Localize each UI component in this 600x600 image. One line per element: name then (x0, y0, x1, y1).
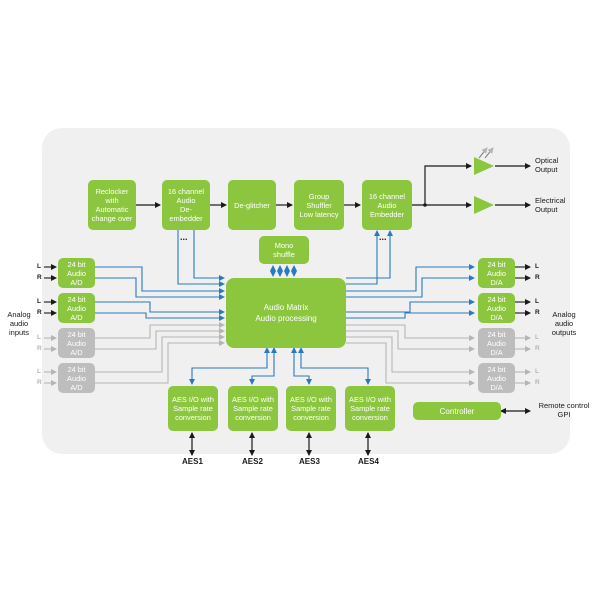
aes-port-label: AES4 (358, 457, 379, 466)
analog-to-digital-block: 24 bit Audio A/D (58, 293, 95, 323)
aes-io-block: AES I/O with Sample rate conversion (228, 386, 278, 431)
embedder-more-channels: ... (379, 232, 387, 242)
output-right-label: R (535, 309, 540, 316)
audio-deembedder-block: 16 channel Audio De- embedder (162, 180, 210, 230)
output-right-label: R (535, 379, 540, 386)
input-right-label: R (37, 345, 42, 352)
deembedder-more-channels: ... (180, 232, 188, 242)
analog-inputs-label: Analog audio inputs (7, 310, 31, 337)
aes-port-label: AES1 (182, 457, 203, 466)
output-left-label: L (535, 334, 539, 341)
input-left-label: L (37, 334, 41, 341)
optical-driver-icon (474, 157, 494, 175)
optical-output-label: Optical Output (535, 156, 559, 174)
output-right-label: R (535, 345, 540, 352)
analog-to-digital-block: 24 bit Audio A/D (58, 363, 95, 393)
analog-to-digital-block: 24 bit Audio A/D (58, 258, 95, 288)
output-right-label: R (535, 274, 540, 281)
digital-to-analog-block: 24 bit Audio D/A (478, 328, 515, 358)
digital-to-analog-block: 24 bit Audio D/A (478, 258, 515, 288)
aes-port-label: AES3 (299, 457, 320, 466)
controller-block: Controller (413, 402, 501, 420)
audio-matrix-block: Audio Matrix Audio processing (226, 278, 346, 348)
analog-outputs-label: Analog audio outputs (551, 310, 577, 337)
electrical-driver-icon (474, 196, 494, 214)
deglitcher-block: De-glitcher (228, 180, 276, 230)
input-right-label: R (37, 309, 42, 316)
aes-io-block: AES I/O with Sample rate conversion (286, 386, 336, 431)
group-shuffler-block: Group Shuffler Low latency (294, 180, 344, 230)
aes-io-block: AES I/O with Sample rate conversion (168, 386, 218, 431)
electrical-output-label: Electrical Output (535, 196, 566, 214)
reclocker-block: Reclocker with Automatic change over (88, 180, 136, 230)
audio-embedder-block: 16 channel Audio Embedder (362, 180, 412, 230)
input-left-label: L (37, 263, 41, 270)
digital-to-analog-block: 24 bit Audio D/A (478, 293, 515, 323)
output-left-label: L (535, 368, 539, 375)
aes-port-label: AES2 (242, 457, 263, 466)
input-right-label: R (37, 379, 42, 386)
analog-to-digital-block: 24 bit Audio A/D (58, 328, 95, 358)
output-left-label: L (535, 263, 539, 270)
input-left-label: L (37, 298, 41, 305)
aes-io-block: AES I/O with Sample rate conversion (345, 386, 395, 431)
digital-to-analog-block: 24 bit Audio D/A (478, 363, 515, 393)
input-right-label: R (37, 274, 42, 281)
remote-control-label: Remote control GPI (538, 401, 590, 419)
input-left-label: L (37, 368, 41, 375)
mono-shuffle-block: Mono shuffle (259, 236, 309, 264)
output-left-label: L (535, 298, 539, 305)
